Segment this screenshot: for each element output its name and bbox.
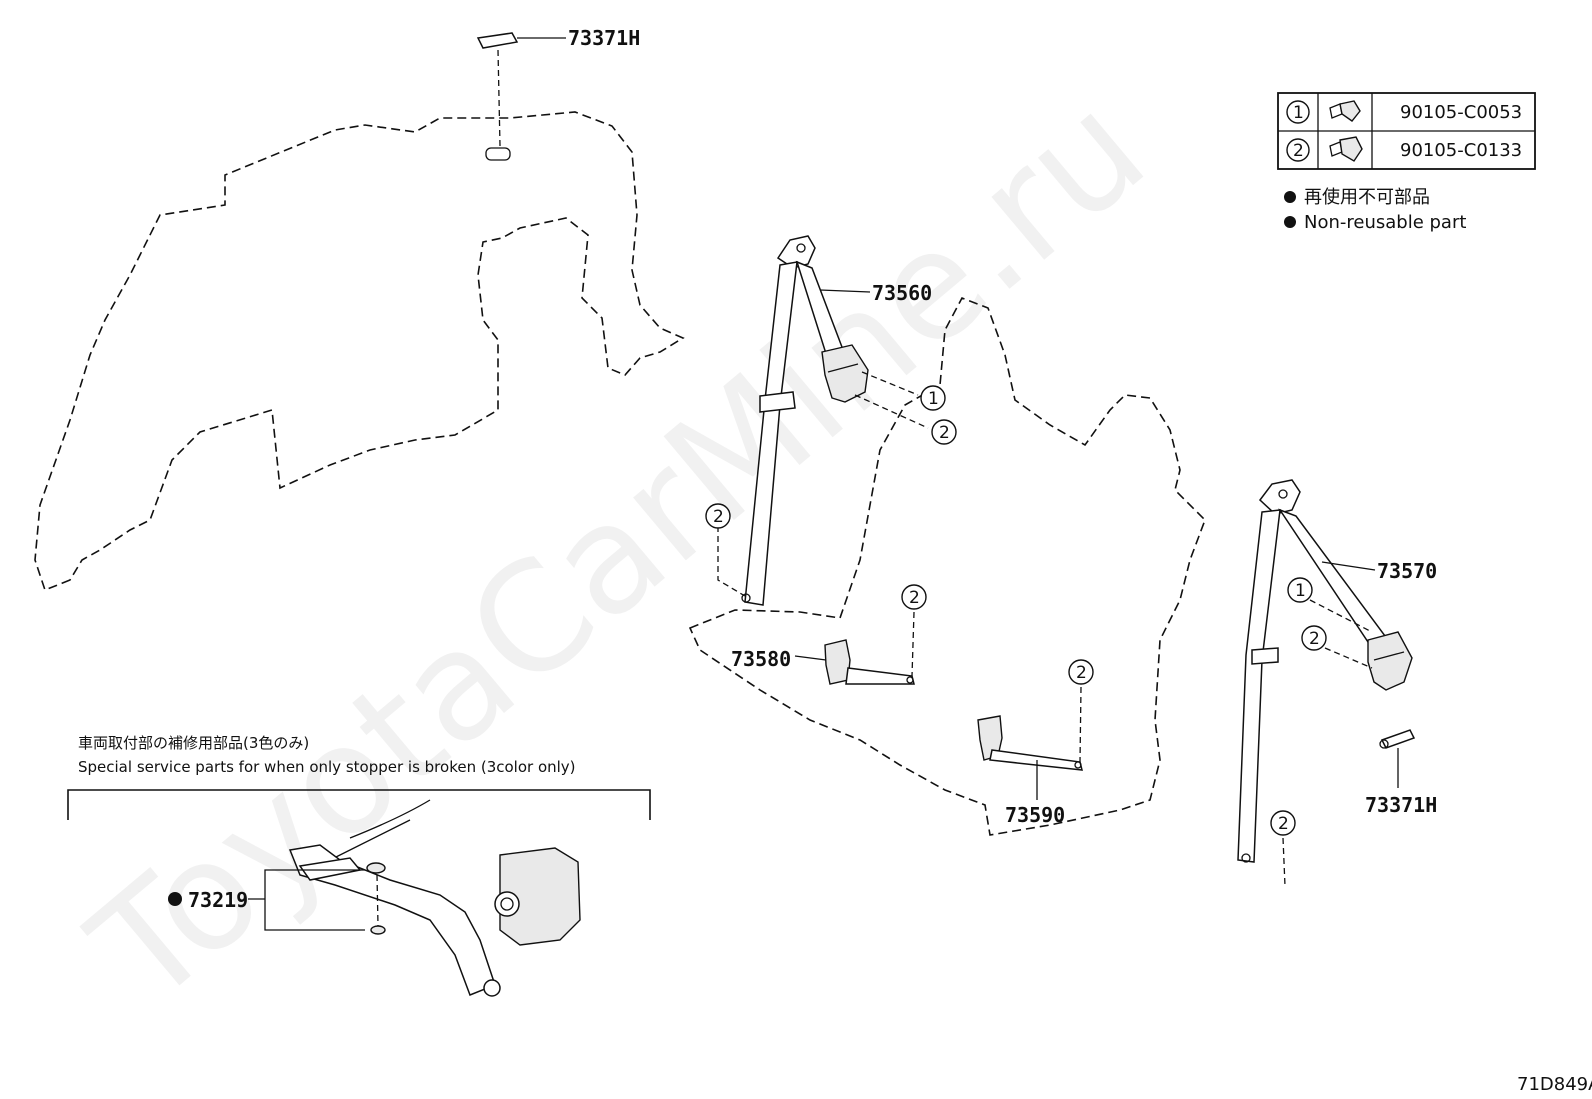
callout-2-f: 2 <box>1270 810 1296 836</box>
svg-text:1: 1 <box>1293 103 1304 123</box>
label-73560: 73560 <box>872 281 932 305</box>
label-73371h-right: 73371H <box>1365 793 1437 817</box>
callout-2-c: 2 <box>901 584 927 610</box>
seatbelt-73570 <box>1237 479 1413 863</box>
callout-1-b: 1 <box>1287 577 1313 603</box>
bolt-part-no-2: 90105-C0133 <box>1400 140 1522 161</box>
label-73590: 73590 <box>1005 803 1065 827</box>
cover-73371h-top <box>476 32 519 49</box>
inset-title-en: Special service parts for when only stop… <box>78 758 576 776</box>
svg-text:2: 2 <box>713 507 724 527</box>
dash-73560-2 <box>854 394 929 429</box>
leader-73560 <box>819 289 871 293</box>
dash-73590 <box>1079 686 1082 763</box>
anchor-slot <box>485 147 511 161</box>
svg-text:2: 2 <box>909 588 920 608</box>
body-panel-outline <box>34 111 685 592</box>
dash-73580 <box>911 611 915 677</box>
buckle-73580 <box>824 639 915 685</box>
callout-2-a: 2 <box>931 419 957 445</box>
bolt-table-index-2 <box>1286 138 1310 162</box>
bolt-table-index-1 <box>1286 100 1310 124</box>
bolt-part-no-1: 90105-C0053 <box>1400 102 1522 123</box>
buckle-73590 <box>977 715 1083 771</box>
svg-text:1: 1 <box>1295 581 1306 601</box>
cover-73371h-right-end <box>1379 739 1389 749</box>
svg-text:2: 2 <box>1278 814 1289 834</box>
label-73219: 73219 <box>188 888 248 912</box>
callout-2-e: 2 <box>1301 625 1327 651</box>
dash-73570-1 <box>1309 599 1373 633</box>
cover-73371h-right <box>1380 729 1416 749</box>
svg-text:1: 1 <box>928 389 939 409</box>
label-73580: 73580 <box>731 647 791 671</box>
cover-73371h-top-dash <box>497 49 501 147</box>
callout-1-a: 1 <box>920 385 946 411</box>
stopper-assembly <box>288 799 581 997</box>
bolt-table: 1 90105-C0053 2 90105-C0133 <box>1277 92 1536 170</box>
inset-bracket <box>67 789 651 820</box>
non-reusable-dot-icon <box>1284 191 1296 203</box>
legend-jp: 再使用不可部品 <box>1304 187 1430 208</box>
svg-text:2: 2 <box>1293 141 1304 161</box>
bracket-73219 <box>264 869 365 931</box>
inset-title-jp: 車両取付部の補修用部品(3色のみ) <box>78 734 309 752</box>
legend-en: Non-reusable part <box>1304 212 1466 233</box>
callout-2-b: 2 <box>705 503 731 529</box>
dash-73570-lower <box>1282 837 1286 887</box>
svg-text:2: 2 <box>1076 663 1087 683</box>
dash-73560-lower <box>717 526 746 597</box>
bolt-flange-icon <box>1329 136 1363 162</box>
label-73371h-top: 73371H <box>568 26 640 50</box>
leader-73580 <box>794 655 827 661</box>
non-reusable-dot-icon-2 <box>1284 216 1296 228</box>
dash-73560-1 <box>861 371 919 396</box>
seatbelt-73560 <box>741 235 869 606</box>
non-reusable-dot-73219 <box>168 892 182 906</box>
leader-73570 <box>1321 561 1376 571</box>
svg-text:2: 2 <box>939 423 950 443</box>
svg-text:2: 2 <box>1309 629 1320 649</box>
seat-outline <box>688 296 1206 836</box>
callout-2-d: 2 <box>1068 659 1094 685</box>
bolt-icon <box>1329 100 1361 122</box>
dash-73570-2 <box>1324 647 1373 669</box>
label-73570: 73570 <box>1377 559 1437 583</box>
diagram-code: 71D849A <box>1517 1074 1592 1095</box>
